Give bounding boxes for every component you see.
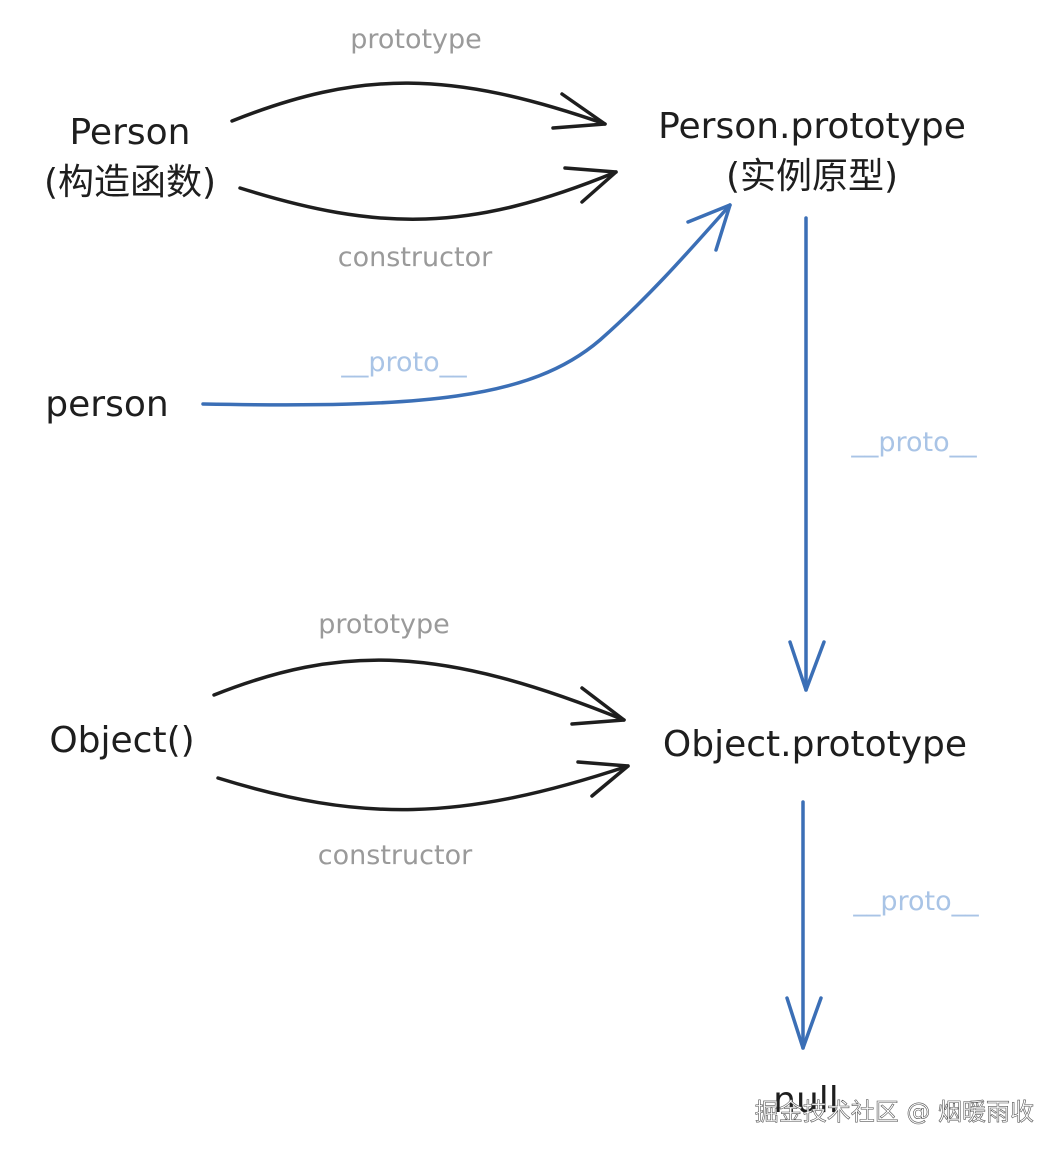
object-prototype-proto-edge <box>785 800 823 1050</box>
person-prototype-caption: (实例原型) <box>726 156 898 197</box>
person-prototype-proto-edge-label: __proto__ <box>850 427 977 458</box>
person-constructor-caption: (构造函数) <box>44 162 216 203</box>
object-prototype-node: Object.prototype <box>663 724 967 765</box>
person-prototype-node: Person.prototype (实例原型) <box>658 106 966 197</box>
object-constructor-edge-label: constructor <box>318 840 473 871</box>
person-constructor-edge-label: constructor <box>338 242 493 273</box>
person-prototype-name: Person.prototype <box>658 106 966 147</box>
object-constructor-node: Object() <box>49 720 194 761</box>
person-prototype-edge <box>230 81 607 130</box>
null-node: null <box>773 1080 839 1121</box>
person-proto-edge <box>201 203 732 407</box>
watermark: 掘金技术社区 @ 烟暖雨收 <box>755 1098 1034 1126</box>
person-prototype-edge-label: prototype <box>350 24 482 55</box>
object-prototype-edge-label: prototype <box>318 609 450 640</box>
person-proto-edge-label: __proto__ <box>340 347 467 378</box>
object-prototype-proto-edge-label: __proto__ <box>852 886 979 917</box>
person-instance-node: person <box>45 384 168 425</box>
person-constructor-name: Person <box>70 112 191 153</box>
object-constructor-edge <box>216 760 630 812</box>
person-constructor-edge <box>238 166 618 221</box>
person-constructor-node: Person (构造函数) <box>44 112 216 203</box>
object-prototype-edge <box>212 658 626 726</box>
person-prototype-proto-edge <box>788 216 826 692</box>
